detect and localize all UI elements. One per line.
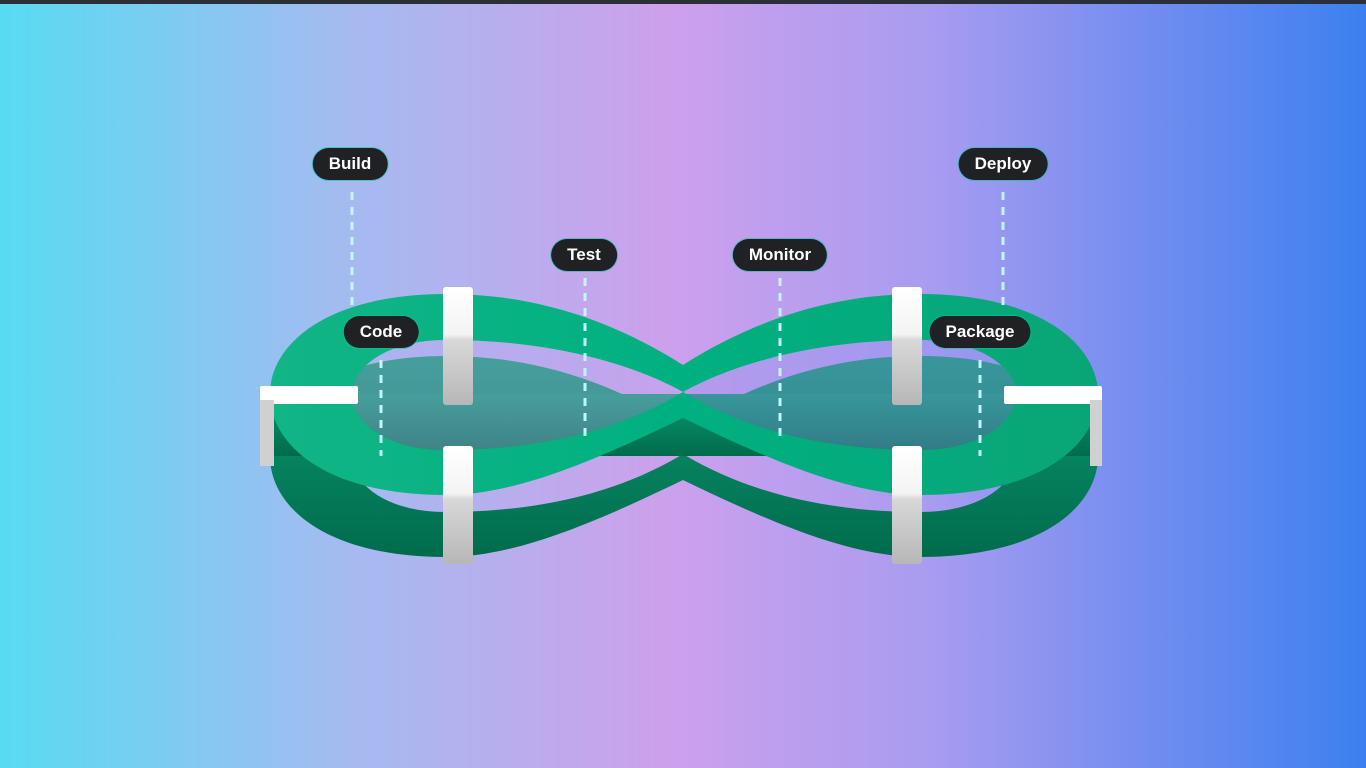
band-right-end-side	[1090, 400, 1102, 466]
window-top-bar	[0, 0, 1366, 4]
stage-label-build: Build	[312, 148, 388, 180]
right-loop-hole	[683, 340, 1016, 450]
stage-label-package: Package	[929, 316, 1031, 348]
stage-label-code: Code	[343, 316, 419, 348]
connectors	[350, 192, 1005, 456]
left-loop-hole	[352, 340, 683, 450]
stage-label-test: Test	[551, 239, 617, 271]
band-left-end-side	[260, 400, 274, 466]
infinity-loop-top	[270, 294, 1098, 495]
band-bottom-left	[443, 446, 473, 564]
band-top-right	[892, 287, 922, 405]
band-right-end	[1004, 386, 1102, 404]
stage-label-deploy: Deploy	[958, 148, 1048, 180]
infinity-loop-side	[270, 356, 1098, 557]
stage-label-monitor: Monitor	[732, 239, 828, 271]
band-top-left	[443, 287, 473, 405]
band-bottom-right	[892, 446, 922, 564]
band-left-end	[260, 386, 358, 404]
segment-bands	[260, 287, 1102, 564]
